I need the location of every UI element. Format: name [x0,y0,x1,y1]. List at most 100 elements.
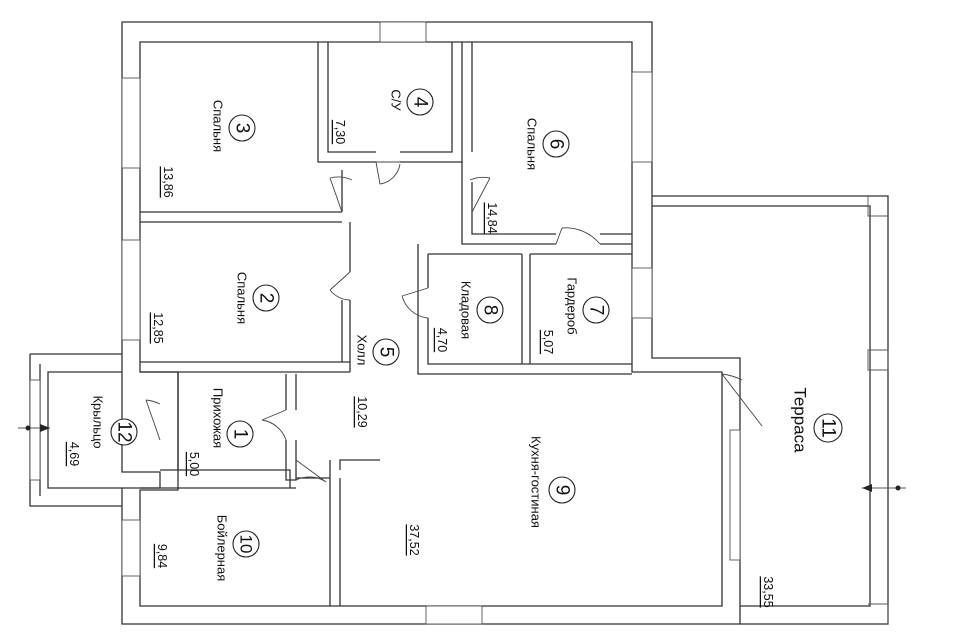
room-name: Кладовая [459,281,474,339]
door-bedroom3 [329,176,353,213]
room-name: Гардероб [565,277,580,334]
room-name: Терраса [791,387,810,453]
room-name: Спальня [211,100,226,152]
wall-bedroom2-bottom [140,361,350,373]
windows [29,21,741,625]
window-bottom-kitchen [425,605,483,625]
room-area: 33,55 [761,576,775,607]
room-area: 4,69 [67,442,81,466]
terrace-arrow-dot [895,485,901,491]
room-11: 11 Терраса 33,55 [761,387,843,608]
porch-arrow-dot [25,425,31,431]
room-area: 13,86 [161,166,175,197]
section-markers [18,424,906,492]
wall-boiler [140,459,380,606]
room-5: 5 Холл 10,29 [355,335,400,428]
window-left-bedroom3 [121,77,141,169]
room-area: 14,84 [485,202,499,233]
terrace-posts [867,196,889,624]
wall-entrance [160,372,297,488]
room-name: Спальня [525,118,540,170]
room-2: 2 Спальня 12,85 [151,272,280,344]
room-number: 10 [237,535,256,554]
room-name: С/У [389,89,404,111]
room-area: 9,84 [155,544,169,568]
door-wc [375,161,401,185]
wall-wc [317,42,463,163]
room-number-circle [542,130,570,158]
outer-wall [121,21,741,625]
room-number-circle [548,476,576,504]
room-number: 9 [552,485,573,496]
window-top-wc [379,21,427,43]
room-number-circle [110,418,138,446]
door-wardrobe [555,227,601,245]
wall-bedroom6 [461,42,632,245]
wall-storage [417,244,632,375]
room-name: Кухня-гостиная [529,436,544,528]
room-name: Спальня [235,272,250,324]
window-right-wardrobe [631,267,653,319]
room-number-circle [476,296,504,324]
door-bedroom2 [329,271,351,301]
room-number: 5 [376,347,397,358]
wall-terrace [652,195,889,625]
room-number: 7 [586,305,607,316]
room-number: 1 [230,429,251,440]
door-bedroom6 [469,176,491,213]
room-3: 3 Спальня 13,86 [161,100,256,198]
room-name: Бойлерная [215,515,230,582]
room-number-circle [252,284,280,312]
room-area: 12,85 [151,312,165,343]
room-6: 6 Спальня 14,84 [485,118,570,234]
door-terrace [721,373,763,427]
door-entrance [145,399,161,441]
room-area: 7,30 [333,120,347,144]
room-name: Крыльцо [91,395,106,448]
wall-porch [29,353,122,507]
room-area: 37,52 [407,524,421,555]
window-right-bedroom6 [631,71,653,163]
terrace-arrowhead [862,484,872,492]
door-hall [261,409,287,441]
room-number: 3 [232,123,253,134]
room-number: 11 [818,418,839,438]
doors [145,161,763,483]
room-1: 1 Прихожая 5,00 [187,388,254,476]
door-storage [401,287,429,319]
window-kitchen-terrace [729,429,741,561]
window-left-bedroom2 [121,239,141,341]
room-area: 4,70 [435,328,449,352]
room-number: 8 [480,305,501,316]
room-area: 5,07 [541,330,555,354]
door-boiler [295,459,327,483]
room-10: 10 Бойлерная 9,84 [155,515,260,582]
room-number: 2 [256,293,277,304]
porch-arrowhead [40,424,50,432]
wall-bedroom3-right [341,170,351,372]
room-name: Холл [355,335,370,366]
room-4: 4 С/У 7,30 [333,88,434,144]
room-number: 4 [410,97,431,108]
room-number-circle [226,420,254,448]
walls [29,21,889,625]
room-number-circle [372,338,400,366]
room-area: 5,00 [187,452,201,476]
room-number-circle [228,114,256,142]
room-number-circle [406,88,434,116]
room-number-circle [232,530,260,558]
room-12: 12 Крыльцо 4,69 [67,395,138,466]
room-number-circle [813,413,843,443]
room-number-circle [582,296,610,324]
wall-bedroom3-bottom [140,211,342,223]
room-area: 10,29 [355,396,369,427]
room-7: 7 Гардероб 5,07 [541,277,610,354]
room-number: 6 [546,139,567,150]
window-left-boiler [121,519,141,577]
window-porch [29,379,41,481]
room-name: Прихожая [211,388,226,448]
room-9: 9 Кухня-гостиная 37,52 [407,436,576,556]
room-number: 12 [114,421,135,442]
room-8: 8 Кладовая 4,70 [435,281,504,352]
